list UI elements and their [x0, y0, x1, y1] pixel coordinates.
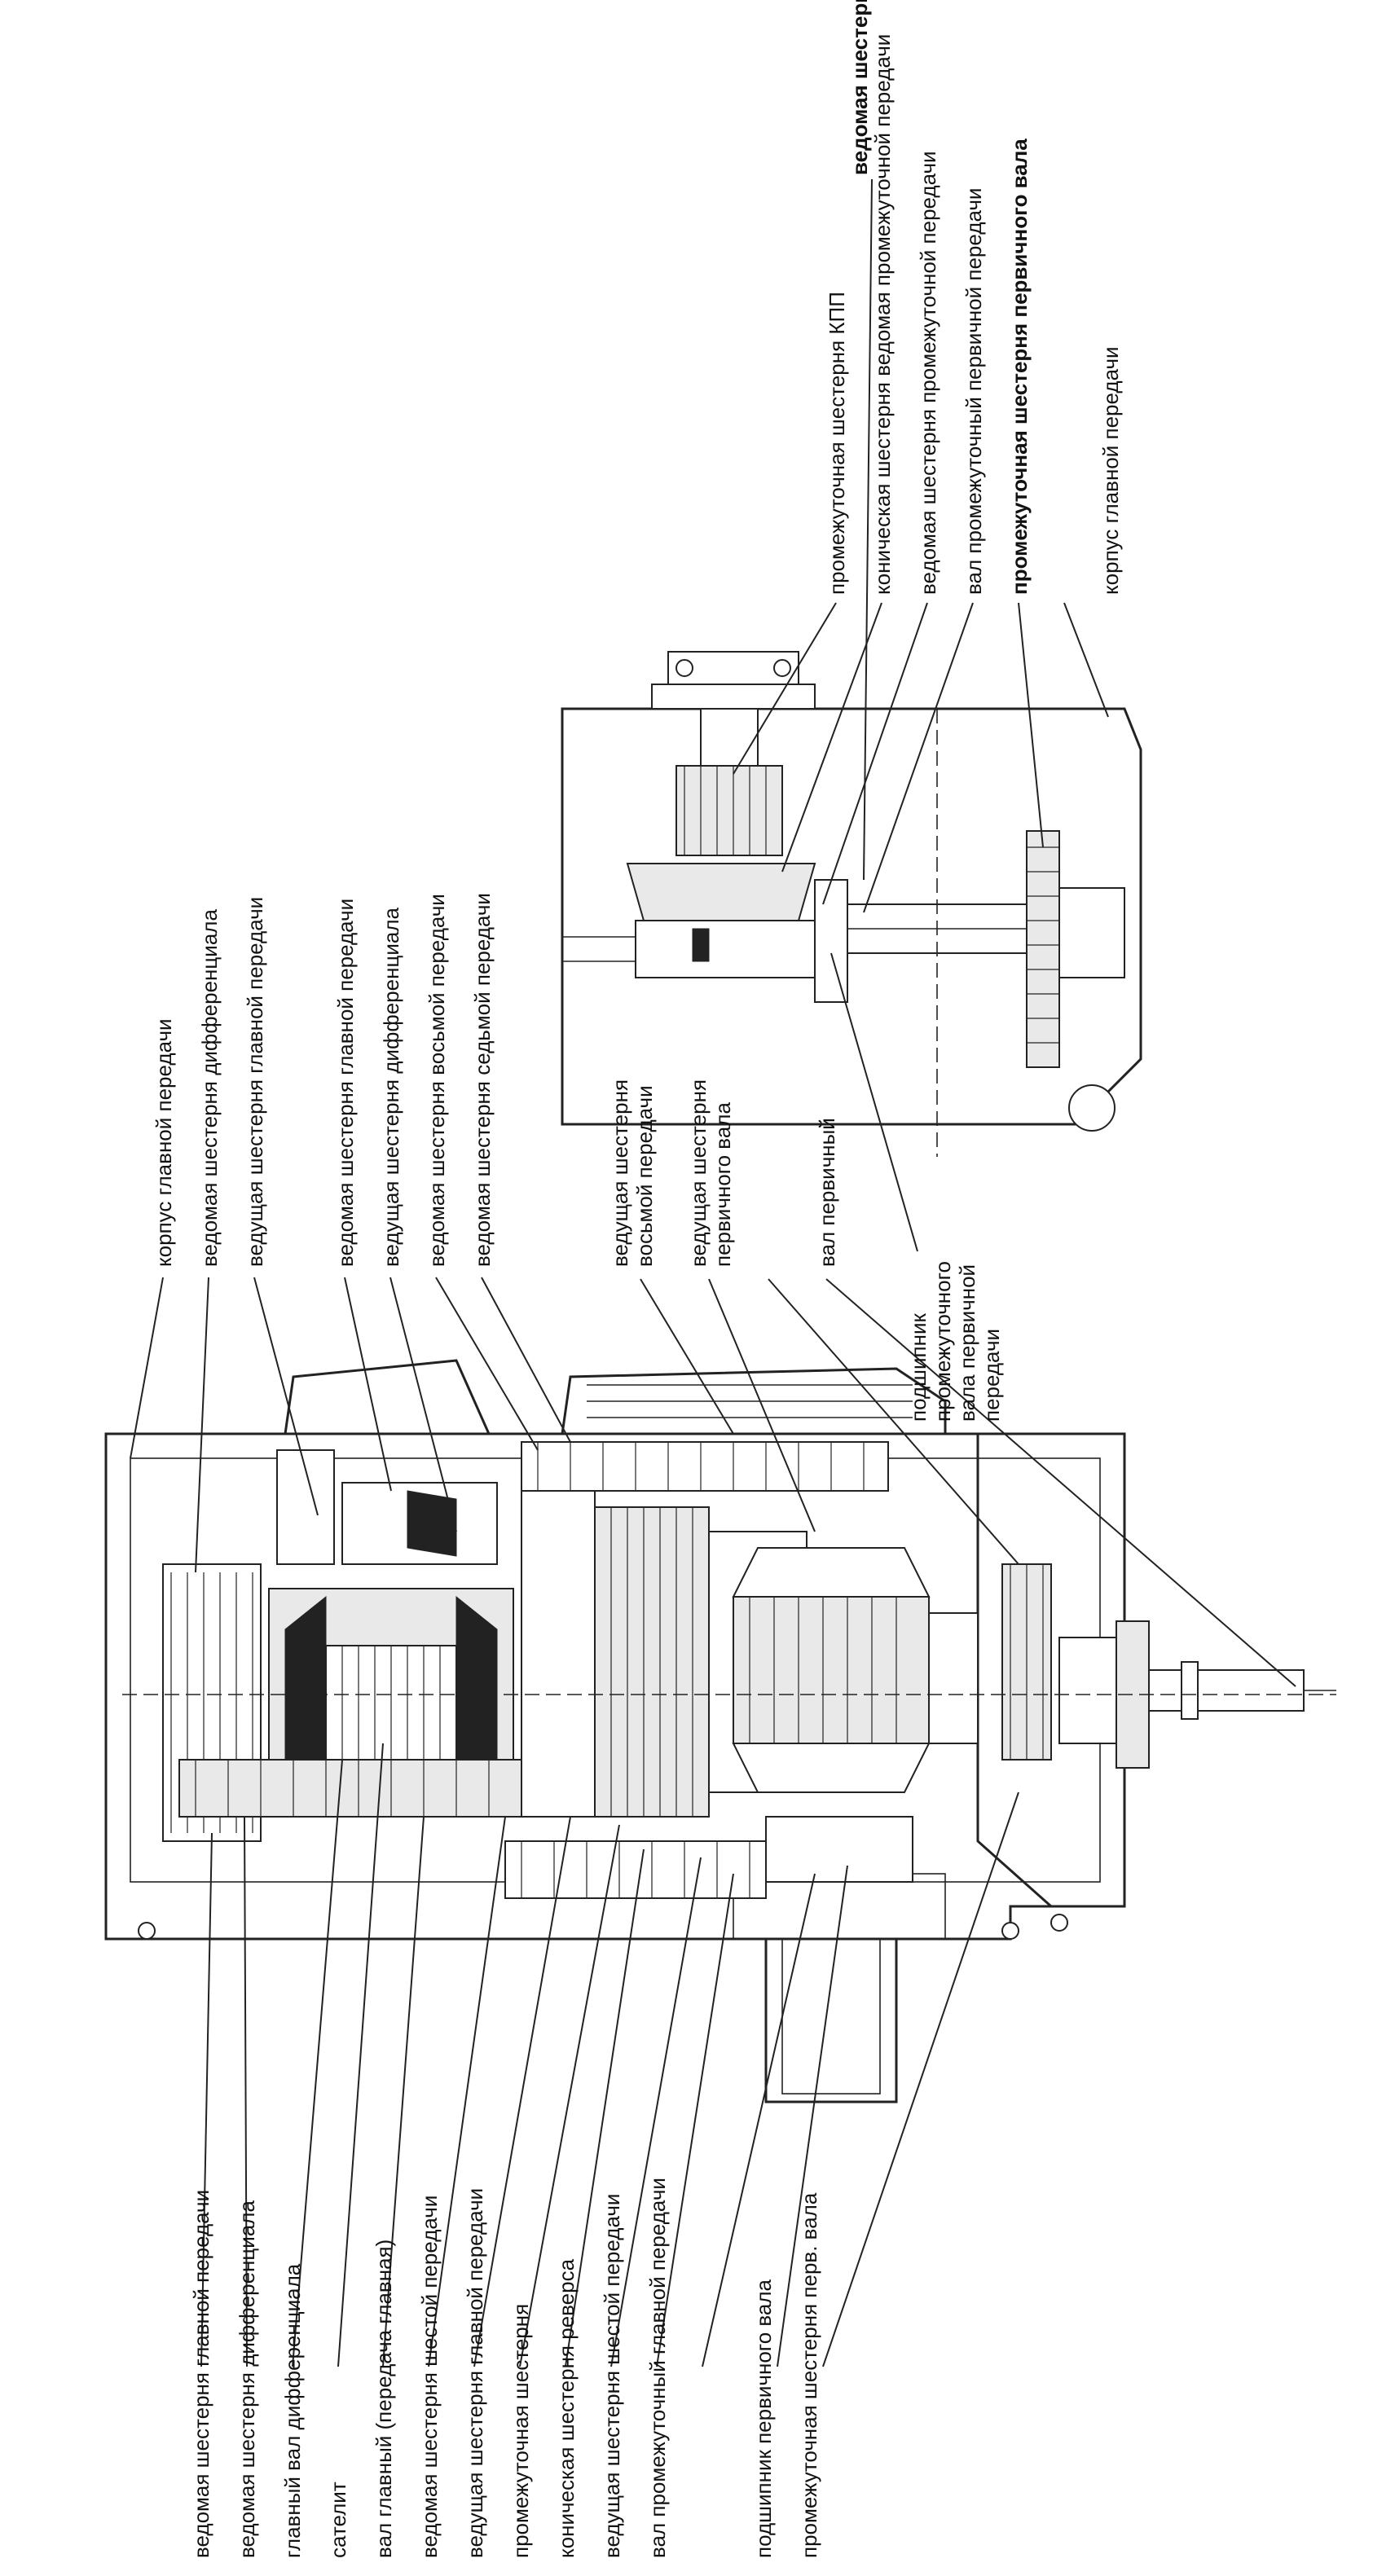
view2-labels: промежуточная шестерня КПП коническая ше…	[825, 0, 1123, 1422]
intermediate-gear-drawing	[561, 651, 1142, 1157]
label-primary-shaft-bearing: подшипник первичного вала	[751, 2279, 776, 2558]
label-driven-gear-main-2: ведомая шестерня главной передачи	[333, 899, 358, 1267]
label-primary-shaft: вал первичный	[815, 1118, 839, 1267]
main-driven-gear	[178, 1759, 571, 1818]
label-driven-gear-differential-2: ведомая шестерня дифференциала	[197, 909, 222, 1267]
label-driven-gear-sixth: ведомая шестерня шестой передачи	[417, 2196, 442, 2558]
label-drive-gear-eighth: ведущая шестерня восьмой передачи	[608, 1074, 657, 1267]
label-main-drive-housing-2: корпус главной передачи	[1098, 346, 1123, 595]
intermediate-housing	[561, 707, 1142, 1126]
label-intermediate-gear: промежуточная шестерня	[508, 2304, 533, 2558]
label-drive-gear-sixth: ведущая шестерня шестой передачи	[600, 2194, 624, 2558]
label-bevel-gear-reverse: коническая шестерня реверса	[554, 2258, 579, 2558]
view1-top-labels: корпус главной передачи ведомая шестерня…	[152, 893, 839, 1267]
label-satellite: сателит	[326, 2481, 350, 2558]
label-intermediate-gear-primary-shaft: промежуточная шестерня первичного вала	[1007, 138, 1032, 595]
gear-cluster	[521, 1490, 1052, 1818]
label-main-shaft: вал главный (передача главная)	[372, 2240, 396, 2558]
view1-bottom-labels: ведомая шестерня главной передачи ведома…	[189, 2178, 821, 2558]
label-main-drive-housing: корпус главной передачи	[152, 1018, 176, 1267]
label-bevel-gear-driven: коническая шестерня ведомая промежуточно…	[870, 34, 895, 595]
label-driven-gear-intermediate-top: ведомая шестерня промежуточной передачи	[847, 0, 872, 175]
main-gearbox-drawing	[104, 1359, 1336, 2103]
label-drive-gear-primary-shaft: ведущая шестерня первичного вала	[686, 1074, 735, 1267]
label-intermediate-gear-primary: промежуточная шестерня перв. вала	[797, 2192, 821, 2558]
label-driven-gear-differential: ведомая шестерня дифференциала	[235, 2200, 259, 2558]
primary-shaft-end	[1140, 1669, 1305, 1712]
label-main-shaft-differential: главный вал дифференциала	[280, 2263, 305, 2558]
gearbox-housing	[104, 1432, 1126, 1941]
label-driven-gear-seventh: ведомая шестерня седьмой передачи	[470, 893, 495, 1267]
label-drive-gear-main-2: ведущая шестерня главной передачи	[243, 897, 267, 1267]
label-intermediate-shaft-main: вал промежуточный главной передачи	[645, 2178, 670, 2558]
label-drive-gear-main: ведущая шестерня главной передачи	[463, 2188, 487, 2558]
label-drive-gear-differential: ведущая шестерня дифференциала	[379, 907, 403, 1267]
lower-gear-cluster	[504, 1441, 913, 1899]
label-intermediate-shaft-primary: вал промежуточный первичной передачи	[962, 188, 986, 595]
lower-shaft-housing	[764, 1937, 898, 2103]
label-driven-gear-intermediate: ведомая шестерня промежуточной передачи	[916, 151, 940, 595]
label-driven-gear-main-drive: ведомая шестерня главной передачи	[189, 2190, 213, 2558]
label-intermediate-shaft-bearing: подшипник промежуточного вала первичной …	[906, 1255, 1004, 1422]
top-cover	[284, 1359, 491, 1435]
right-cover	[561, 1367, 947, 1435]
label-intermediate-gear-kpp: промежуточная шестерня КПП	[825, 292, 849, 595]
label-driven-gear-eighth: ведомая шестерня восьмой передачи	[425, 894, 449, 1267]
leader-lines	[130, 178, 1296, 2367]
